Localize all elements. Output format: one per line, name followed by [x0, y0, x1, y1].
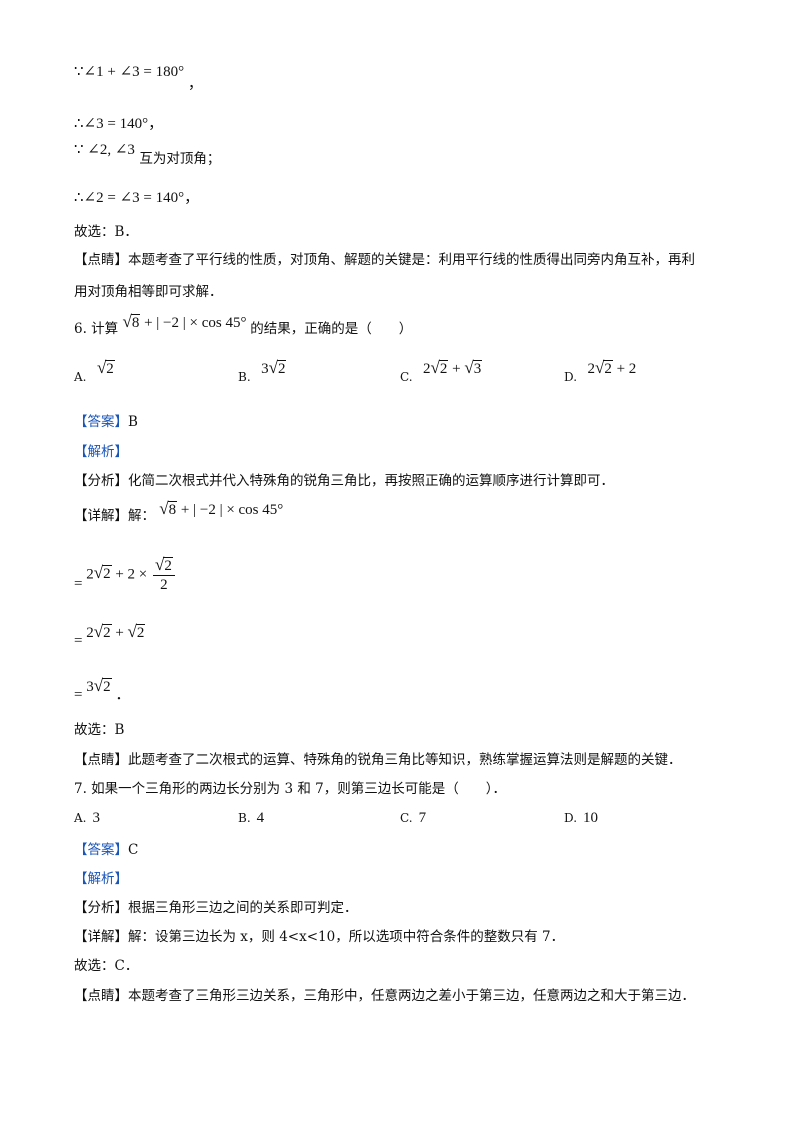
fenxi-line: 【分析】化简二次根式并代入特殊角的锐角三角比，再按照正确的运算顺序进行计算即可． — [74, 471, 614, 491]
dianjing-line: 【点睛】此题考查了二次根式的运算、特殊角的锐角三角比等知识，熟练掌握运算法则是解… — [74, 750, 682, 770]
sqrt-symbol: √2 — [594, 358, 613, 377]
sqrt-symbol: √2 — [93, 622, 112, 641]
dianjing-text: 此题考查了二次根式的运算、特殊角的锐角三角比等知识，熟练掌握运算法则是解题的关键… — [128, 752, 682, 768]
step-line-3: ∵ ∠2, ∠3 互为对顶角； — [74, 140, 220, 167]
answer-value: B — [128, 414, 138, 430]
option-letter: A. — [74, 370, 87, 384]
xiangjie-line: 【详解】解： √8 + | −2 | × cos 45° — [74, 499, 284, 526]
calc-step-3: = 3√2 ． — [74, 676, 131, 703]
jiexi-tag: 【解析】 — [74, 444, 128, 460]
step-line-4: ∴∠2 = ∠3 = 140°， — [74, 190, 200, 206]
answer-tag: 【答案】 — [74, 842, 128, 858]
xiangjie-expression: √8 + | −2 | × cos 45° — [159, 499, 284, 518]
option-d: D.10 — [564, 810, 599, 826]
sqrt-symbol: √8 — [159, 499, 178, 518]
question-expression: √8 + | −2 | × cos 45° — [122, 312, 250, 331]
question-prefix: 6. 计算 — [74, 321, 119, 337]
dianjing-line: 【点睛】本题考查了平行线的性质，对顶角、解题的关键是：利用平行线的性质得出同旁内… — [74, 250, 695, 270]
option-d: D. 2√2 + 2 — [564, 358, 636, 386]
option-value: √2 — [96, 358, 115, 377]
option-c: C. 2√2 + √3 — [400, 358, 483, 386]
question-6-stem: 6. 计算 √8 + | −2 | × cos 45° 的结果，正确的是（ ） — [74, 312, 413, 339]
answer-tag: 【答案】 — [74, 414, 128, 430]
question-7-stem: 7. 如果一个三角形的两边长分别为 3 和 7，则第三边长可能是（ ）． — [74, 781, 506, 797]
jiexi-tag: 【解析】 — [74, 871, 128, 887]
choice-line: 故选：B． — [74, 224, 138, 240]
answer-value: C — [128, 842, 139, 858]
calc-step-2: = 2√2 + √2 — [74, 622, 146, 649]
sqrt-symbol: √2 — [154, 555, 173, 574]
dianjing-line: 【点睛】本题考查了三角形三边关系，三角形中，任意两边之差小于第三边，任意两边之和… — [74, 986, 695, 1006]
radicand: 8 — [130, 314, 141, 331]
option-letter: D. — [564, 370, 578, 384]
xiangjie-text: 解：设第三边长为 x，则 4<x<10，所以选项中符合条件的整数只有 7． — [128, 929, 565, 945]
sqrt-symbol: √8 — [122, 312, 141, 331]
dianjing-tag: 【点睛】 — [74, 252, 128, 268]
fenxi-tag: 【分析】 — [74, 473, 128, 489]
step-line-1: ∵∠1 + ∠3 = 180° ， — [74, 62, 203, 92]
sqrt-symbol: √3 — [464, 358, 483, 377]
dianjing-tag: 【点睛】 — [74, 752, 128, 768]
answer-line: 【答案】B — [74, 412, 138, 432]
sqrt-symbol: √2 — [93, 563, 112, 583]
fenxi-text: 化简二次根式并代入特殊角的锐角三角比，再按照正确的运算顺序进行计算即可． — [128, 473, 614, 489]
xiangjie-tag: 【详解】 — [74, 508, 128, 524]
choice-line: 故选：B — [74, 722, 125, 738]
fenxi-line: 【分析】根据三角形三边之间的关系即可判定． — [74, 898, 358, 918]
sqrt-symbol: √2 — [93, 676, 112, 695]
dianjing-text: 本题考查了三角形三边关系，三角形中，任意两边之差小于第三边，任意两边之和大于第三… — [128, 988, 695, 1004]
option-value: 2√2 + √3 — [423, 358, 483, 377]
option-letter: B. — [238, 370, 251, 384]
option-value: 2√2 + 2 — [587, 358, 637, 377]
answer-line: 【答案】C — [74, 840, 138, 860]
question-suffix: 的结果，正确的是（ ） — [250, 321, 413, 337]
fenxi-text: 根据三角形三边之间的关系即可判定． — [128, 900, 358, 916]
step-line-2: ∴∠3 = 140°， — [74, 116, 164, 132]
xiangjie-line: 【详解】解：设第三边长为 x，则 4<x<10，所以选项中符合条件的整数只有 7… — [74, 927, 564, 947]
expression-rest: + | −2 | × cos 45° — [144, 315, 247, 331]
option-a: A.3 — [74, 810, 100, 826]
xiangjie-tag: 【详解】 — [74, 929, 128, 945]
sqrt-symbol: √2 — [96, 358, 115, 377]
sqrt-symbol: √2 — [430, 358, 449, 377]
option-b: B.4 — [238, 810, 265, 826]
step-text: ∵∠1 + ∠3 = 180° — [74, 64, 185, 80]
dianjing-text: 本题考查了平行线的性质，对顶角、解题的关键是：利用平行线的性质得出同旁内角互补，… — [128, 252, 695, 268]
step-math: ∵ ∠2, ∠3 — [74, 142, 135, 158]
dianjing-tag: 【点睛】 — [74, 988, 128, 1004]
option-c: C.7 — [400, 810, 427, 826]
option-value: 3√2 — [261, 358, 287, 377]
option-b: B. 3√2 — [238, 358, 287, 386]
xiangjie-lead: 解： — [128, 508, 155, 524]
choice-line: 故选：C． — [74, 958, 139, 974]
option-letter: C. — [400, 370, 413, 384]
fraction: √2 2 — [152, 555, 175, 594]
calc-step-1: = 2√2 + 2 × √2 2 — [74, 556, 177, 594]
dianjing-line-cont: 用对顶角相等即可求解． — [74, 284, 223, 300]
option-a: A. √2 — [74, 358, 115, 386]
sqrt-symbol: √2 — [127, 622, 146, 641]
step-comma: ， — [187, 76, 203, 92]
step-text: 互为对顶角； — [139, 151, 221, 167]
sqrt-symbol: √2 — [268, 358, 287, 377]
fenxi-tag: 【分析】 — [74, 900, 128, 916]
